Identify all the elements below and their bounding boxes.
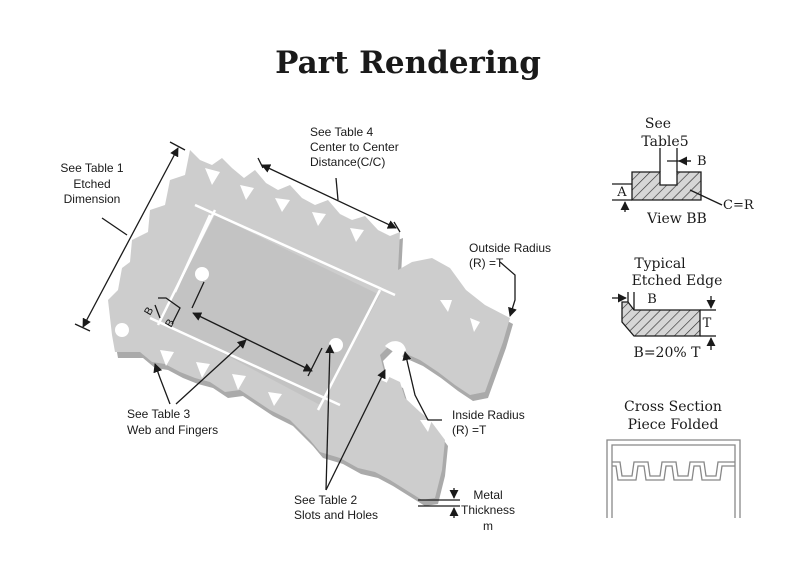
- part-illustration: [108, 150, 513, 506]
- svg-text:View BB: View BB: [646, 211, 707, 227]
- etched-edge-section: Typical Etched Edge B T B=20% T: [612, 256, 722, 361]
- svg-text:Dimension: Dimension: [64, 192, 121, 206]
- svg-text:Web and Fingers: Web and Fingers: [127, 423, 218, 437]
- svg-text:B=20% T: B=20% T: [634, 345, 702, 361]
- callout-table4: See Table 4 Center to Center Distance(C/…: [310, 125, 399, 169]
- svg-text:See Table 4: See Table 4: [310, 125, 373, 139]
- svg-text:Distance(C/C): Distance(C/C): [310, 155, 385, 169]
- leader-web: [153, 363, 171, 405]
- svg-text:m: m: [483, 519, 493, 533]
- callout-table2: See Table 2 Slots and Holes: [294, 493, 378, 522]
- svg-text:A: A: [616, 185, 627, 200]
- leader-outside-radius: [499, 261, 517, 317]
- leader-slot: [325, 369, 386, 491]
- svg-text:T: T: [703, 316, 712, 331]
- leader-hole: [325, 344, 335, 491]
- svg-text:Center to Center: Center to Center: [310, 140, 399, 154]
- cross-section-section: Cross Section Piece Folded: [606, 399, 741, 518]
- svg-text:Metal: Metal: [473, 488, 502, 502]
- dimension-table4: [257, 157, 401, 233]
- svg-text:(R) =T: (R) =T: [452, 423, 487, 437]
- svg-text:Outside Radius: Outside Radius: [469, 241, 551, 255]
- dimension-center-to-center: [191, 281, 323, 377]
- svg-text:See Table 3: See Table 3: [127, 407, 190, 421]
- svg-text:Piece Folded: Piece Folded: [628, 417, 719, 433]
- metal-thickness-marker: [418, 488, 460, 518]
- svg-text:C=R: C=R: [723, 198, 755, 213]
- leader-inside-radius: [402, 351, 442, 421]
- dimension-table1: [74, 141, 186, 332]
- svg-text:Table5: Table5: [641, 134, 688, 150]
- leader-fingers: [175, 339, 247, 405]
- svg-text:Etched: Etched: [73, 177, 110, 191]
- view-bb-section: See Table5 B A C=R View BB: [612, 116, 755, 227]
- hole: [115, 323, 129, 337]
- svg-text:Inside Radius: Inside Radius: [452, 408, 525, 422]
- callout-metal-thickness: Metal Thickness m: [461, 488, 515, 533]
- svg-text:See Table 2: See Table 2: [294, 493, 357, 507]
- svg-text:See: See: [645, 116, 671, 132]
- dimension-web-b: [154, 297, 181, 325]
- hole: [329, 338, 343, 352]
- callout-outside-radius: Outside Radius (R) =T: [469, 241, 551, 270]
- svg-text:(R) =T: (R) =T: [469, 256, 504, 270]
- svg-text:Slots and Holes: Slots and Holes: [294, 508, 378, 522]
- svg-text:Typical: Typical: [634, 256, 686, 272]
- hole: [195, 267, 209, 281]
- page-title: Part Rendering: [275, 45, 541, 81]
- svg-text:Etched Edge: Etched Edge: [632, 273, 723, 289]
- svg-text:Thickness: Thickness: [461, 503, 515, 517]
- svg-text:See Table 1: See Table 1: [60, 161, 123, 175]
- svg-text:B: B: [647, 292, 657, 307]
- svg-text:B: B: [697, 154, 707, 169]
- callout-table3: See Table 3 Web and Fingers: [127, 407, 218, 437]
- callout-inside-radius: Inside Radius (R) =T: [452, 408, 525, 437]
- svg-text:Cross Section: Cross Section: [624, 399, 722, 415]
- callout-table1: See Table 1 Etched Dimension: [60, 161, 123, 206]
